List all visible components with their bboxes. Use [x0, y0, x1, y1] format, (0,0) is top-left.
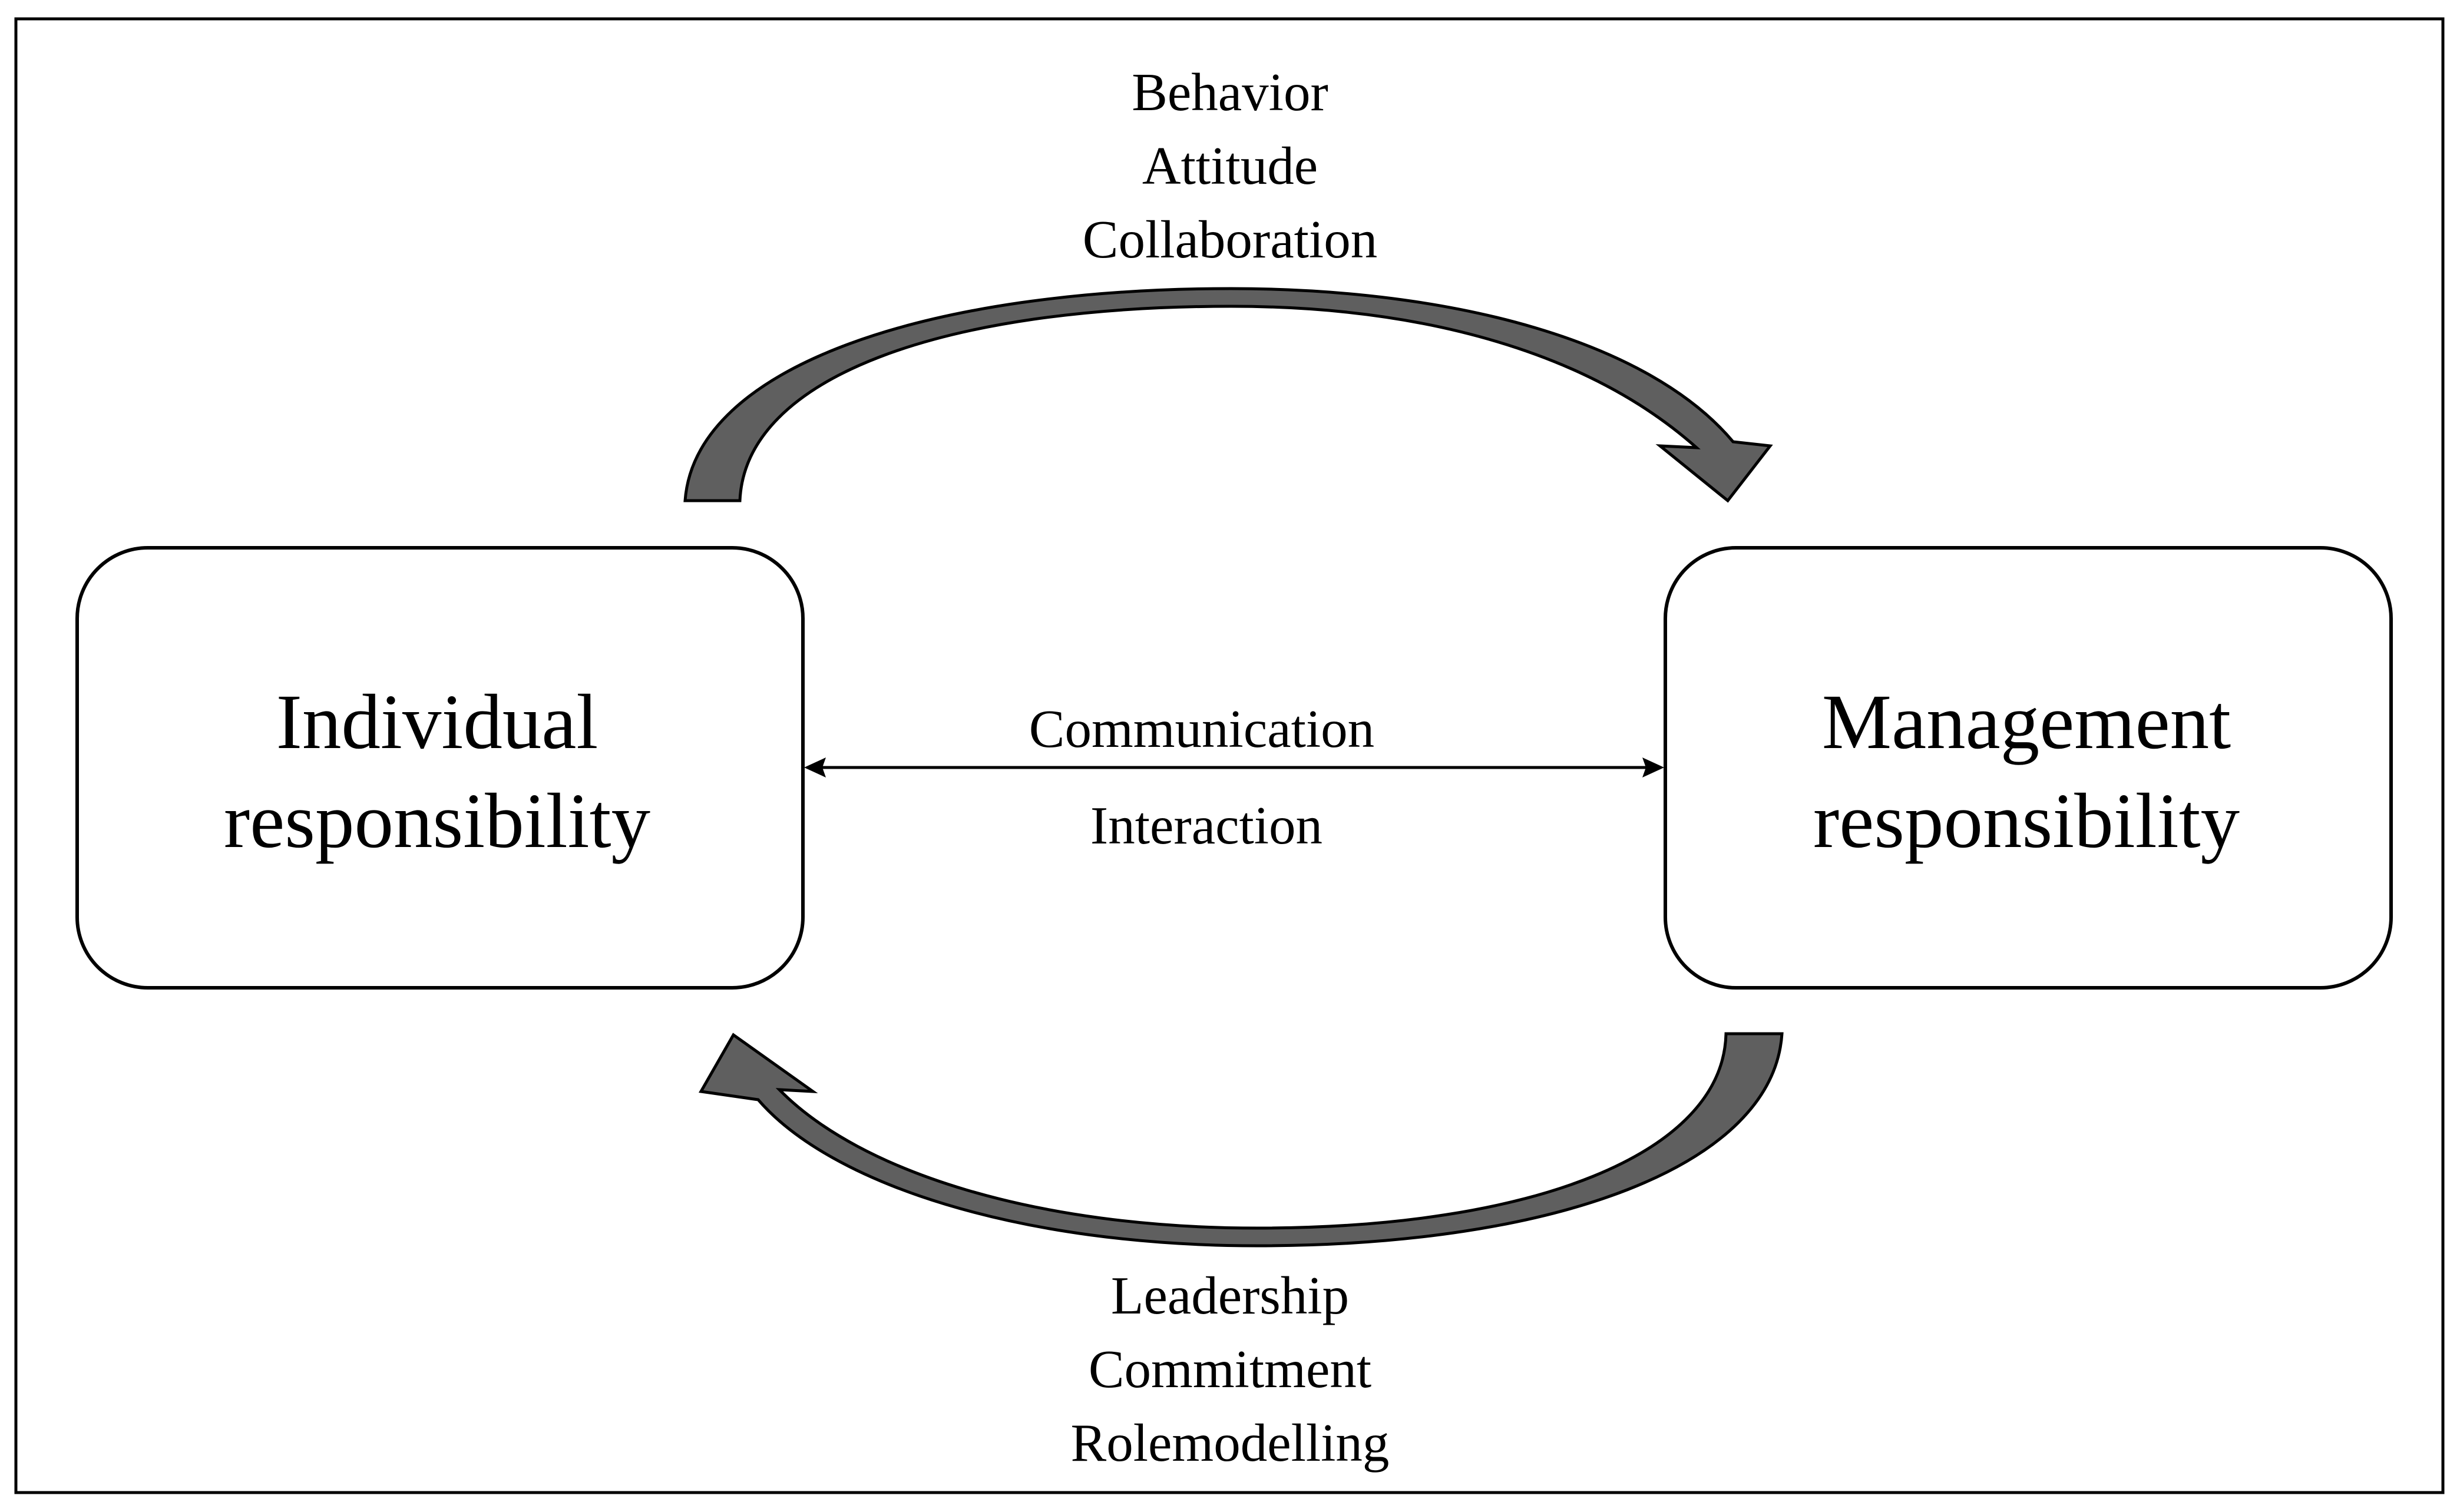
- top-curved-arrow: [683, 287, 1773, 503]
- top-label-behavior: Behavior: [1132, 62, 1328, 122]
- middle-arrowhead-left: [804, 757, 826, 777]
- middle-arrowhead-right: [1642, 757, 1664, 777]
- top-label-collaboration: Collaboration: [1083, 210, 1377, 269]
- individual-box-label-line1: Individual: [276, 678, 599, 765]
- management-box-label-line1: Management: [1822, 678, 2231, 765]
- individual-responsibility-box: [75, 546, 805, 990]
- top-label-attitude: Attitude: [1142, 136, 1318, 196]
- management-box-label-line2: responsibility: [1813, 777, 2240, 864]
- outer-frame: [14, 17, 2445, 1494]
- middle-label-interaction: Interaction: [1090, 796, 1322, 855]
- middle-label-communication: Communication: [1029, 699, 1374, 759]
- bottom-curved-arrow: [699, 1032, 1784, 1248]
- management-responsibility-box: [1664, 546, 2393, 990]
- bottom-label-leadership: Leadership: [1111, 1266, 1349, 1325]
- individual-box-label-line2: responsibility: [224, 777, 650, 864]
- bottom-label-rolemodelling: Rolemodelling: [1071, 1413, 1390, 1473]
- bottom-label-commitment: Commitment: [1089, 1339, 1371, 1399]
